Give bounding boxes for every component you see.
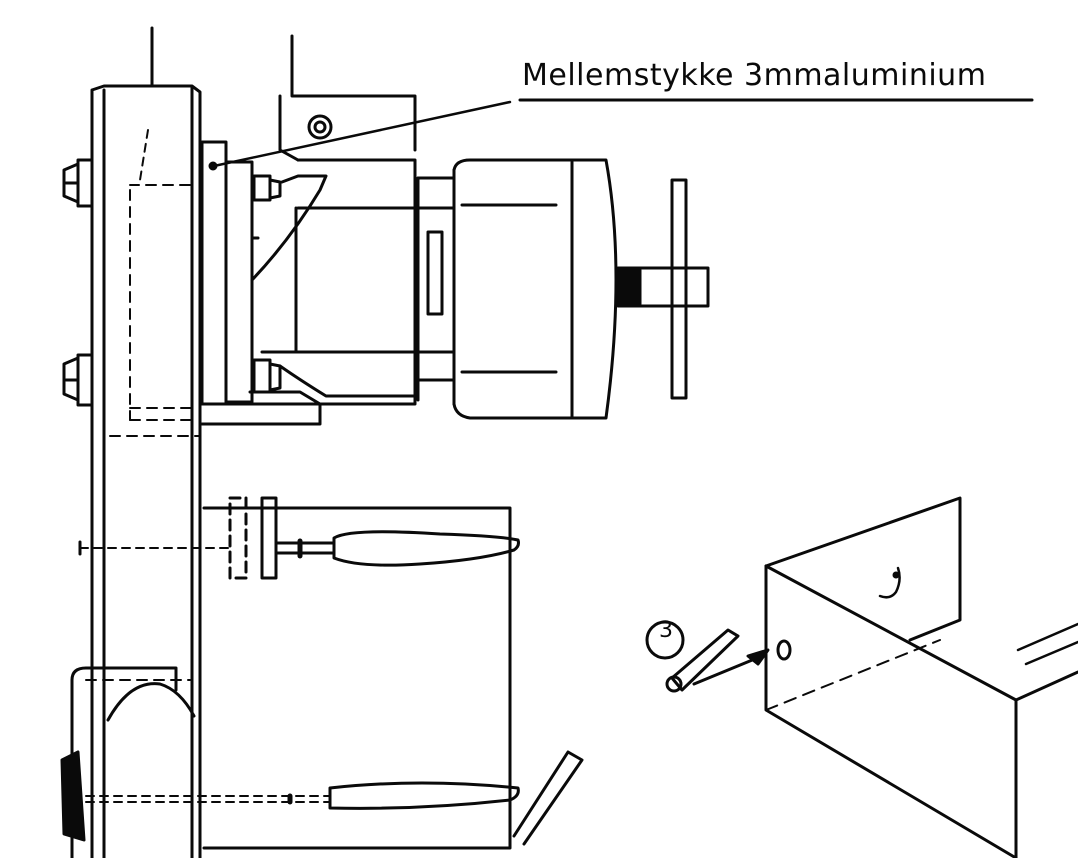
lower-clamp [60, 750, 584, 846]
shaft-t-handle [616, 178, 710, 400]
frame-arch [70, 666, 196, 858]
base-plate [200, 390, 322, 426]
left-bolt-lower [62, 353, 94, 407]
motor-bracket [250, 34, 417, 282]
label-leader [212, 98, 1034, 168]
left-bolt-upper [62, 158, 94, 208]
lower-bracket [78, 496, 520, 850]
part-3-pin [645, 620, 792, 693]
motor-end-cap [452, 158, 618, 420]
intermediate-plate [200, 140, 282, 406]
isometric-box [764, 496, 1078, 858]
part-number-label: 3 [659, 618, 673, 643]
frame-post [90, 26, 202, 858]
motor-body [260, 158, 456, 406]
annotation-label: Mellemstykke 3mmaluminium [522, 58, 987, 93]
